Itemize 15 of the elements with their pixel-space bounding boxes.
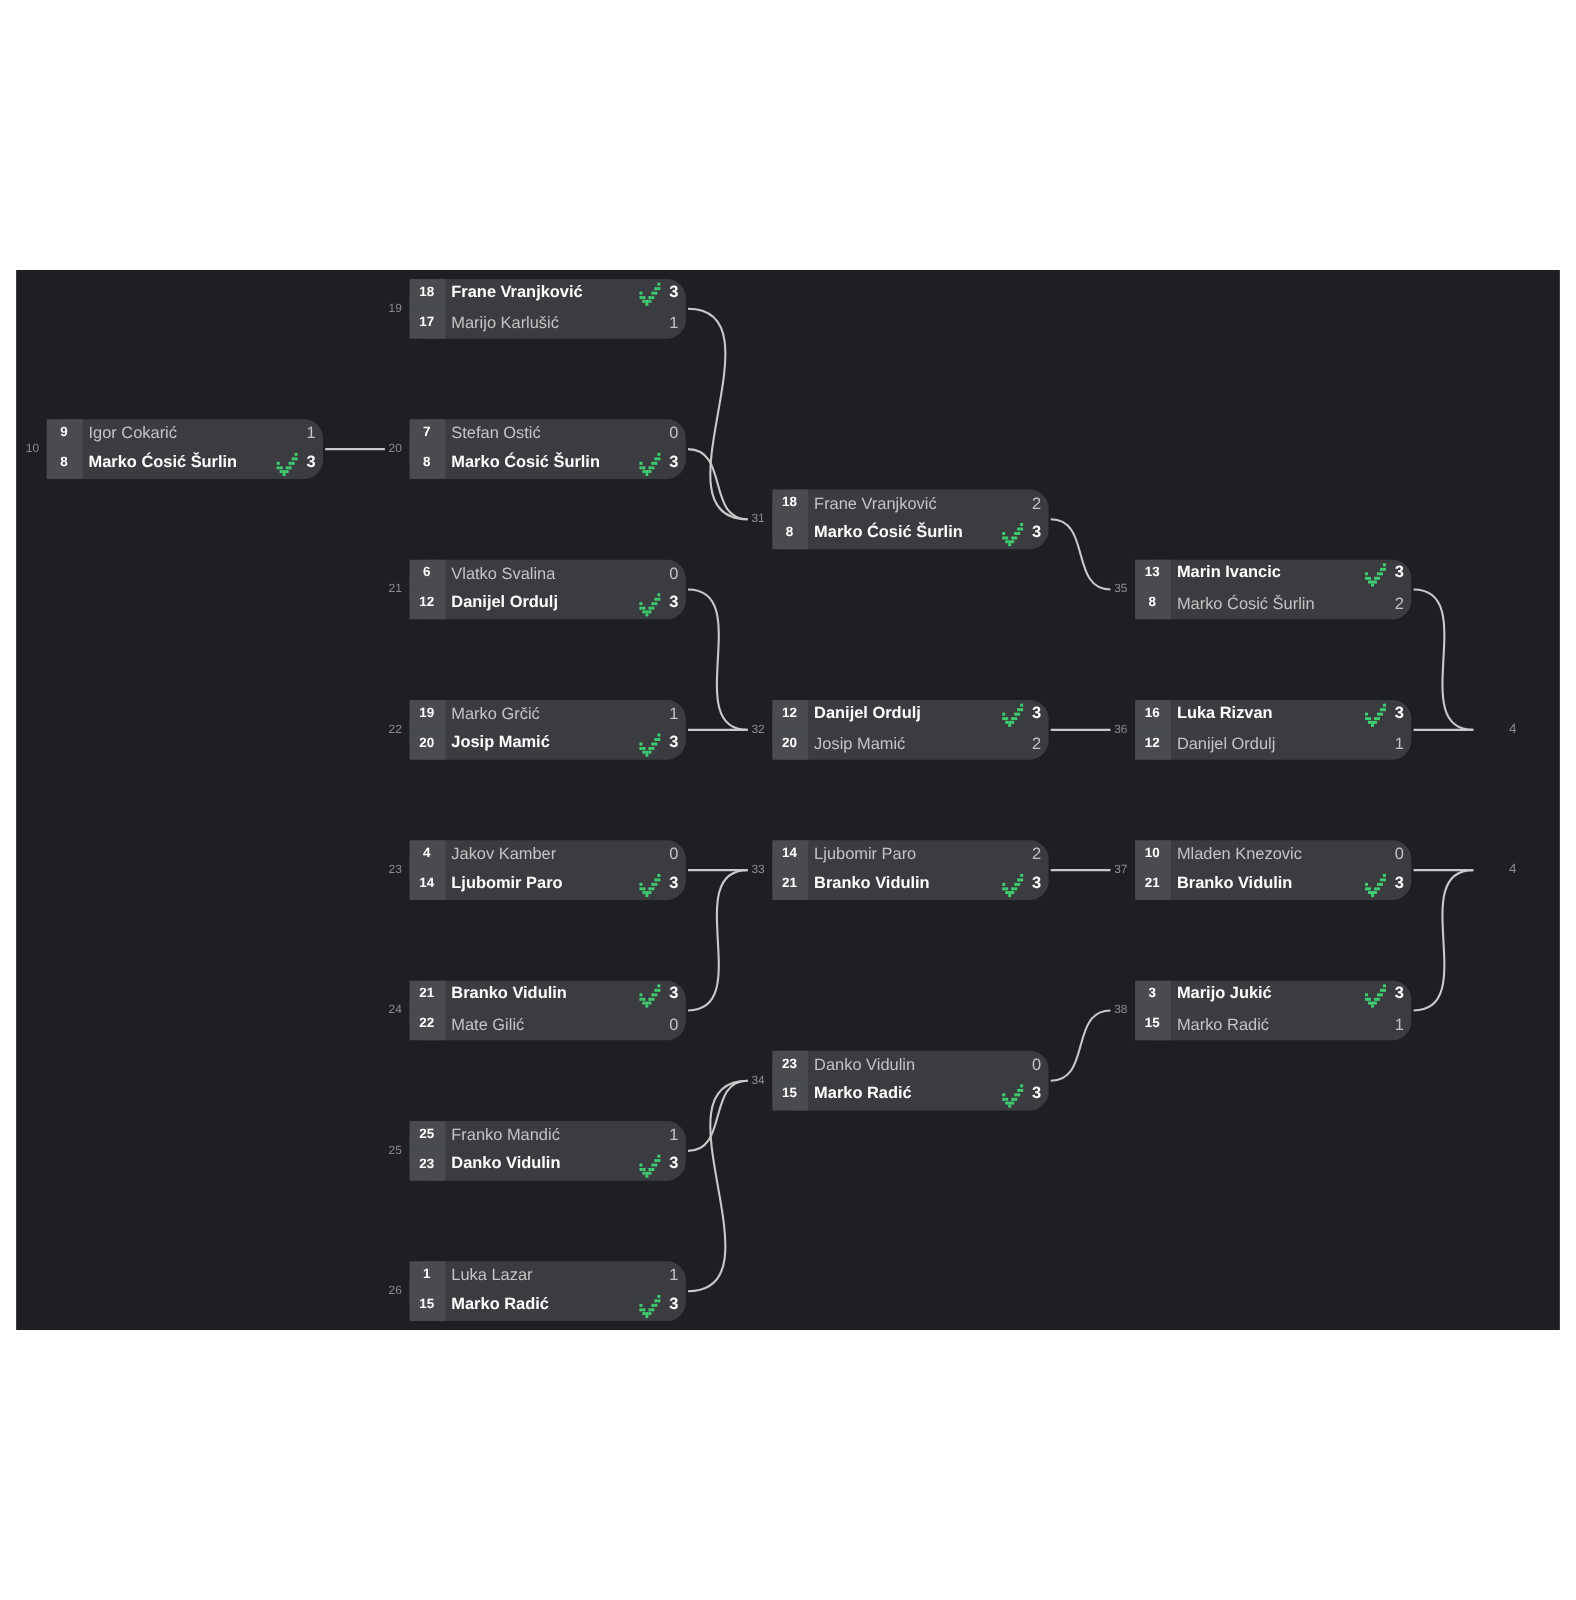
connector	[687, 869, 748, 1012]
connector	[1413, 588, 1474, 731]
connector	[687, 869, 748, 872]
connector	[687, 1079, 748, 1293]
connector	[1413, 869, 1474, 1012]
connector	[1050, 728, 1111, 731]
connector	[1050, 869, 1111, 872]
connector	[687, 588, 748, 731]
connector	[687, 728, 748, 731]
connector	[687, 307, 748, 521]
connector	[687, 448, 748, 521]
connector	[1413, 728, 1474, 731]
connector	[1050, 1009, 1111, 1082]
connector	[325, 448, 385, 451]
connector	[1050, 518, 1111, 591]
